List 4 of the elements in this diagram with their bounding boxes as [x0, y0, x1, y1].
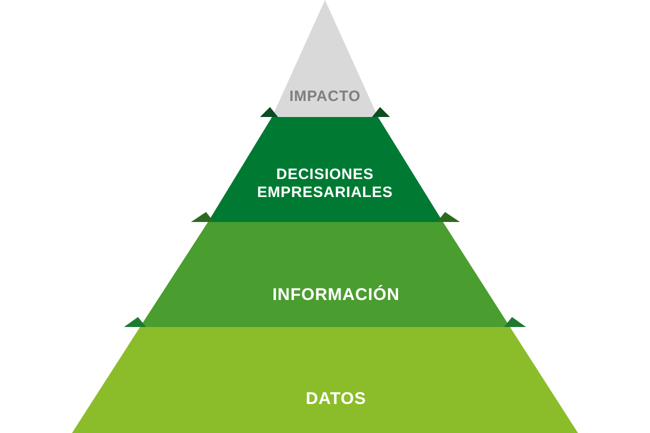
tier-label: INFORMACIÓN	[272, 284, 400, 306]
tier-label: DECISIONES EMPRESARIALES	[256, 166, 394, 202]
tier-label: IMPACTO	[289, 88, 361, 106]
tier-label: DATOS	[306, 388, 366, 410]
